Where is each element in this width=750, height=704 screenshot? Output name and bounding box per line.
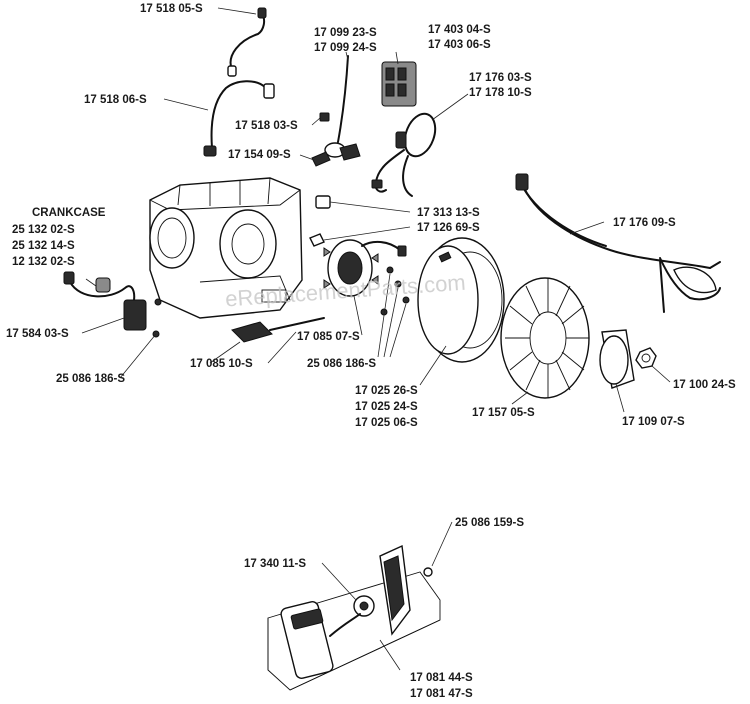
starter-cup-part	[599, 329, 635, 389]
label-17154-09[interactable]: 17 154 09-S	[228, 149, 291, 161]
label-17081-44[interactable]: 17 081 44-S	[410, 672, 473, 684]
stator-part	[323, 239, 407, 297]
label-17100-24[interactable]: 17 100 24-S	[673, 379, 736, 391]
label-17109-07[interactable]: 17 109 07-S	[622, 416, 685, 428]
ignition-module-part	[231, 317, 325, 343]
label-crankcase[interactable]: CRANKCASE	[32, 207, 106, 219]
label-17025-24[interactable]: 17 025 24-S	[355, 401, 418, 413]
label-17313-13[interactable]: 17 313 13-S	[417, 207, 480, 219]
crankcase-part	[149, 177, 303, 319]
label-25086-159[interactable]: 25 086 159-S	[455, 517, 524, 529]
label-25132-02[interactable]: 25 132 02-S	[12, 224, 75, 236]
label-25132-14[interactable]: 25 132 14-S	[12, 240, 75, 252]
terminal-part	[311, 151, 331, 167]
cooling-fan-part	[500, 277, 590, 399]
label-17176-09[interactable]: 17 176 09-S	[613, 217, 676, 229]
oil-sensor-part	[63, 271, 147, 331]
stator-bolts	[380, 266, 410, 316]
label-17518-06[interactable]: 17 518 06-S	[84, 94, 147, 106]
flywheel-part	[417, 237, 505, 363]
label-17099-23[interactable]: 17 099 23-S	[314, 27, 377, 39]
label-17085-07[interactable]: 17 085 07-S	[297, 331, 360, 343]
part-labels: 17 518 05-S 17 518 06-S 17 099 23-S 17 0…	[6, 3, 736, 700]
harness-loop-part	[371, 112, 437, 197]
flywheel-nut-part	[635, 347, 657, 369]
label-17518-05[interactable]: 17 518 05-S	[140, 3, 203, 15]
plug-wire-part	[227, 7, 267, 77]
label-17178-10[interactable]: 17 178 10-S	[469, 87, 532, 99]
label-17584-03[interactable]: 17 584 03-S	[6, 328, 69, 340]
label-17085-10[interactable]: 17 085 10-S	[190, 358, 253, 370]
label-17403-04[interactable]: 17 403 04-S	[428, 24, 491, 36]
label-17126-69[interactable]: 17 126 69-S	[417, 222, 480, 234]
label-17081-47[interactable]: 17 081 47-S	[410, 688, 473, 700]
main-harness-part	[515, 173, 721, 313]
label-17157-05[interactable]: 17 157 05-S	[472, 407, 535, 419]
label-17176-03[interactable]: 17 176 03-S	[469, 72, 532, 84]
sensor-lead-part	[324, 55, 361, 161]
label-12132-02[interactable]: 12 132 02-S	[12, 256, 75, 268]
ignition-coil-box-part	[267, 544, 441, 691]
label-17025-06[interactable]: 17 025 06-S	[355, 417, 418, 429]
label-25086-186-a[interactable]: 25 086 186-S	[56, 373, 125, 385]
label-25086-186-b[interactable]: 25 086 186-S	[307, 358, 376, 370]
label-17025-26[interactable]: 17 025 26-S	[355, 385, 418, 397]
spacer-part	[309, 233, 325, 247]
label-17340-11[interactable]: 17 340 11-S	[244, 558, 306, 570]
regulator-part	[381, 61, 417, 107]
label-17518-03[interactable]: 17 518 03-S	[235, 120, 298, 132]
ignition-wire-part	[203, 80, 275, 157]
label-17403-06[interactable]: 17 403 06-S	[428, 39, 491, 51]
wire-guide-part	[315, 195, 331, 209]
leader-lines	[81, 7, 671, 671]
wire-clip-part	[319, 112, 330, 122]
crankcase-bolts	[152, 298, 162, 338]
label-17099-24[interactable]: 17 099 24-S	[314, 42, 377, 54]
